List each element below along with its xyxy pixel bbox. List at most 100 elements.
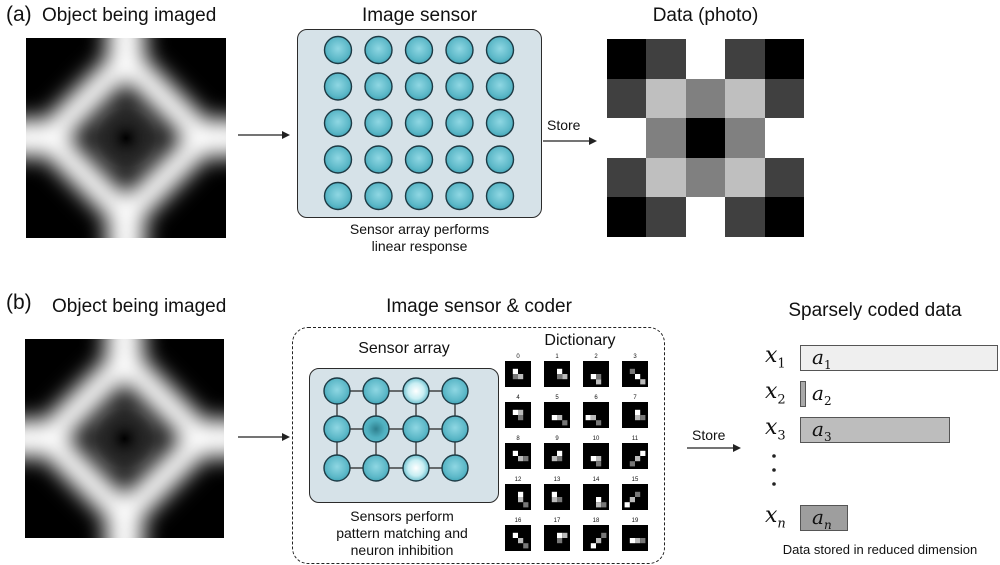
variable-base: x	[765, 343, 778, 368]
dictionary-index: 18	[592, 518, 600, 524]
photo-pixel	[607, 157, 647, 198]
sensor-caption-a-line1: Sensor array performs	[349, 221, 490, 237]
photo-pixel	[646, 78, 686, 119]
dictionary-index: 14	[592, 477, 600, 483]
variable-base: x	[765, 415, 778, 440]
dictionary-atom	[583, 361, 609, 387]
sensor-element	[404, 108, 434, 138]
variable-subscript: 2	[777, 392, 786, 408]
sensor-node	[441, 377, 469, 405]
sensor-element	[485, 181, 515, 211]
sensor-element	[445, 35, 474, 65]
photo-pixel	[607, 118, 647, 158]
sensor-caption-a-line2: linear response	[371, 238, 468, 254]
photo-pixel	[685, 118, 726, 158]
variable-label: x1	[765, 344, 786, 376]
dictionary-atom	[505, 402, 531, 428]
coefficient-bar	[800, 381, 806, 407]
sensor-element	[404, 35, 434, 65]
store-label-a: Store	[547, 117, 581, 133]
object-image-a	[26, 38, 226, 238]
sensor-node	[323, 377, 351, 405]
dictionary-index: 17	[553, 518, 561, 524]
sensor-element	[485, 145, 515, 174]
dictionary-index: 11	[631, 436, 639, 442]
sensor-element	[364, 108, 393, 138]
sensor-caption-a: Sensor array performs linear response	[297, 221, 542, 255]
photo-pixel	[725, 39, 765, 79]
dictionary-index: 12	[514, 477, 522, 483]
photo-pixel	[607, 197, 647, 237]
panel-a-object-title: Object being imaged	[42, 5, 217, 26]
sensor-element	[445, 108, 474, 138]
sensor-caption-b-line2: pattern matching and	[336, 525, 468, 541]
sensor-element	[485, 35, 515, 65]
dictionary-atom	[544, 525, 570, 551]
image-sensor-a	[297, 29, 542, 218]
sensor-coder-box	[292, 327, 665, 564]
sensor-caption-b-line3: neuron inhibition	[350, 542, 454, 558]
dictionary-index: 4	[516, 395, 520, 401]
variable-subscript: n	[777, 516, 786, 532]
variable-subscript: 3	[777, 428, 786, 444]
dictionary-index: 15	[631, 477, 639, 483]
photo-pixel	[725, 157, 765, 198]
variable-base: x	[765, 379, 778, 404]
photo-pixel	[607, 78, 647, 119]
dictionary-atom	[622, 361, 648, 387]
coefficient-bar	[800, 417, 950, 443]
dictionary-atom	[544, 443, 570, 469]
sensor-element	[323, 108, 353, 138]
dictionary-index: 8	[516, 436, 520, 442]
store-arrow-a	[543, 137, 597, 145]
coefficient-subscript: 3	[823, 430, 832, 444]
sensor-network-b	[323, 377, 469, 482]
sensor-element	[364, 145, 393, 174]
dictionary-atom	[544, 484, 570, 510]
dictionary-index: 13	[553, 477, 561, 483]
photo-pixel	[764, 197, 804, 237]
coefficient-base: a	[812, 505, 824, 529]
sensor-element	[445, 72, 474, 101]
dictionary-index: 9	[555, 436, 559, 442]
dictionary-index: 0	[516, 354, 520, 360]
dictionary-atom	[583, 402, 609, 428]
coded-caption: Data stored in reduced dimension	[782, 542, 978, 557]
dictionary-atom	[505, 525, 531, 551]
photo-pixel	[725, 197, 765, 237]
sensor-array-title: Sensor array	[358, 340, 450, 357]
sensor-node	[323, 454, 351, 482]
dictionary-atom	[583, 484, 609, 510]
sensor-element	[445, 145, 474, 174]
panel-a-label: (a)	[6, 3, 32, 26]
object-image-b	[25, 339, 224, 538]
store-label-b: Store	[692, 427, 726, 443]
sensor-node	[402, 377, 430, 405]
sensor-node	[362, 454, 390, 482]
photo-pixel	[764, 118, 804, 158]
coefficient-subscript: n	[823, 518, 832, 532]
sensor-element	[485, 108, 515, 138]
coefficient-base: a	[812, 417, 824, 441]
sensor-node	[441, 454, 469, 482]
sensor-caption-b-line1: Sensors perform	[350, 508, 454, 524]
sensor-node	[441, 415, 469, 443]
dictionary-index: 19	[631, 518, 639, 524]
variable-base: x	[765, 503, 778, 528]
sensor-element	[323, 72, 353, 101]
dictionary-index: 1	[555, 354, 559, 360]
photo-pixel	[725, 78, 765, 119]
dictionary-atom	[622, 443, 648, 469]
dictionary-title: Dictionary	[544, 332, 616, 349]
dictionary-atom	[544, 361, 570, 387]
dictionary-atom	[544, 402, 570, 428]
vertical-ellipsis	[772, 454, 776, 486]
dictionary-atom	[622, 402, 648, 428]
dictionary-index: 5	[555, 395, 559, 401]
photo-pixel	[685, 39, 726, 79]
dictionary-index: 16	[514, 518, 522, 524]
dictionary-atom	[622, 484, 648, 510]
panel-a-sensor-title: Image sensor	[361, 5, 478, 26]
dictionary-atom	[622, 525, 648, 551]
